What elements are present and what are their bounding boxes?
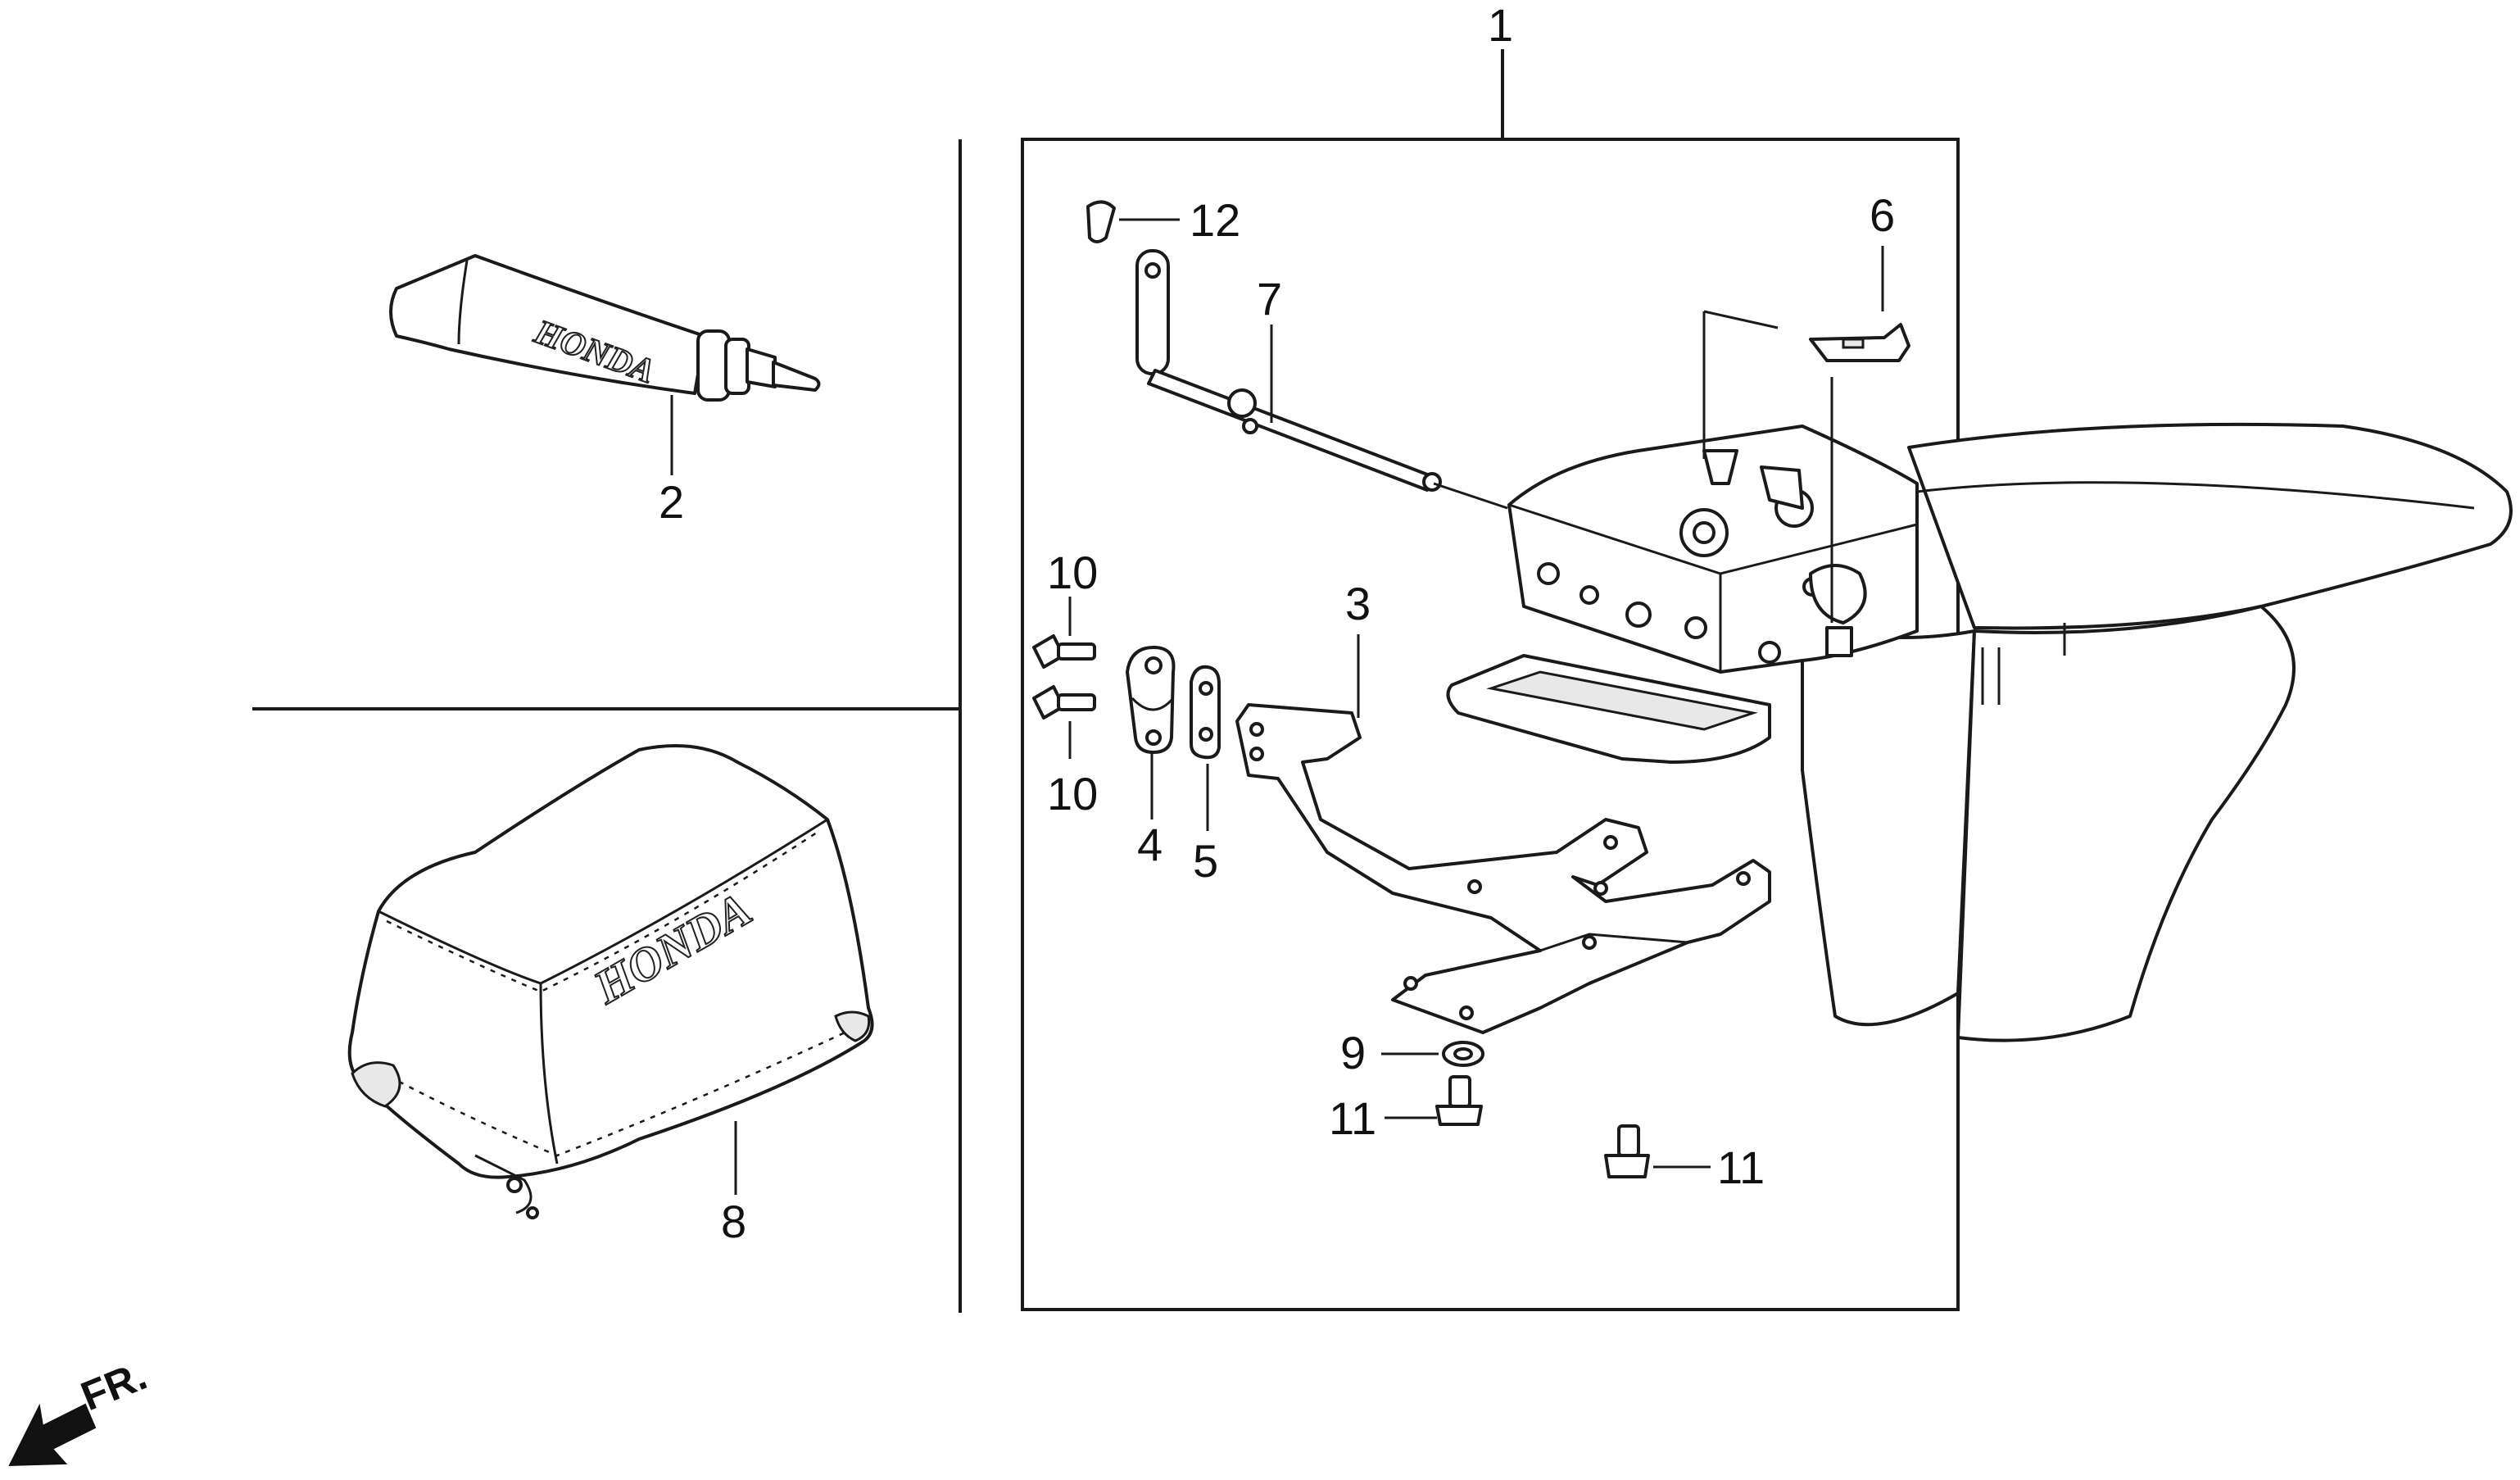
callout-10-upper: 10 xyxy=(1047,547,1098,598)
callout-3: 3 xyxy=(1345,578,1371,629)
outboard-housing xyxy=(1801,422,2513,1042)
shaft xyxy=(1135,249,1442,492)
callout-12: 12 xyxy=(1190,194,1240,246)
callout-2: 2 xyxy=(659,476,684,528)
callout-11-right: 11 xyxy=(1717,1142,1765,1193)
bolt-lower xyxy=(1032,685,1096,720)
small-plate xyxy=(1190,665,1221,760)
bolt-upper xyxy=(1032,634,1096,669)
mounting-bracket xyxy=(1235,703,1771,1034)
front-direction-arrow-icon xyxy=(8,1403,97,1467)
callout-1: 1 xyxy=(1488,0,1513,51)
divider-lines xyxy=(252,139,962,1313)
callout-5: 5 xyxy=(1193,835,1218,887)
callout-9: 9 xyxy=(1340,1027,1366,1078)
callout-8: 8 xyxy=(721,1196,746,1247)
callout-7: 7 xyxy=(1257,273,1282,325)
callout-10-lower: 10 xyxy=(1047,768,1098,819)
clip xyxy=(1086,200,1116,243)
bolt-11-left xyxy=(1435,1075,1483,1126)
washer xyxy=(1442,1041,1484,1067)
grip-plate xyxy=(1446,654,1771,764)
tiller-base-assembly xyxy=(1507,424,1919,674)
motor-cover: HONDA xyxy=(347,744,874,1219)
bolt-11-right xyxy=(1604,1124,1650,1178)
clamp-bracket xyxy=(1126,646,1176,754)
callout-6: 6 xyxy=(1870,189,1895,241)
callout-11-left: 11 xyxy=(1329,1092,1376,1144)
callout-4: 4 xyxy=(1137,819,1163,870)
small-bracket xyxy=(1809,323,1910,362)
sealant-tube: HONDA xyxy=(389,254,821,402)
